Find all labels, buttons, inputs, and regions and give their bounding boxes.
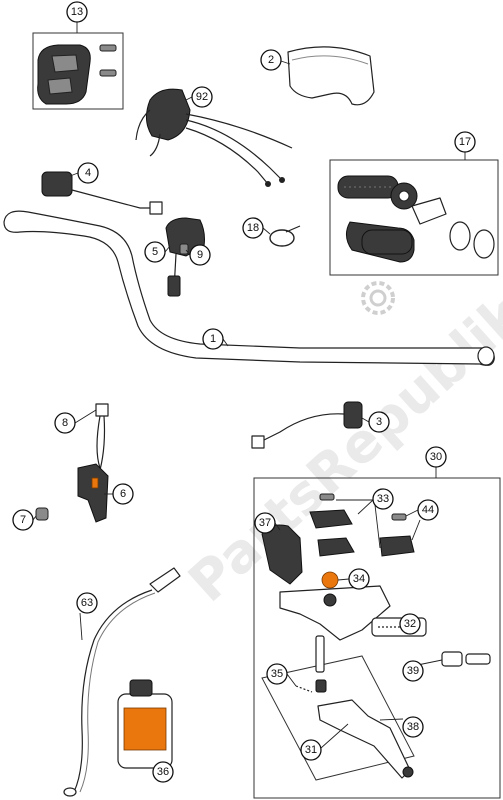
callout-37: 37 [254, 512, 276, 534]
brake-lever-part [317, 699, 414, 779]
wire-lead-part [95, 403, 109, 471]
bracket-part [77, 463, 109, 523]
callout-17: 17 [454, 131, 476, 153]
callout-92: 92 [191, 86, 213, 108]
callout-label: 32 [404, 618, 416, 630]
callout-7: 7 [12, 509, 34, 531]
callout-label: 36 [157, 766, 169, 778]
fluid-bottle-part [117, 679, 173, 769]
callout-label: 63 [81, 597, 93, 609]
master-cylinder-group [261, 493, 491, 781]
callout-35: 35 [266, 663, 288, 685]
callout-label: 17 [459, 136, 471, 148]
group-box-13 [32, 32, 124, 110]
group-box-17 [329, 159, 499, 276]
callout-2: 2 [260, 49, 282, 71]
watermark-text: PartsRepublik [176, 282, 503, 615]
callout-label: 34 [353, 573, 365, 585]
kill-switch-part [41, 171, 163, 215]
callout-label: 18 [247, 222, 259, 234]
callout-label: 7 [20, 514, 26, 526]
callout-36: 36 [152, 761, 174, 783]
callout-4: 4 [77, 162, 99, 184]
reservoir-cap-part [309, 493, 355, 557]
callout-label: 92 [196, 91, 208, 103]
gear-icon [361, 281, 395, 315]
callout-label: 4 [85, 167, 91, 179]
callout-6: 6 [112, 483, 134, 505]
small-screw-part [179, 243, 189, 255]
handlebar-part [3, 210, 495, 366]
cable-tie-part [269, 225, 301, 247]
grip-set-part [337, 175, 495, 263]
piston-part [371, 617, 491, 667]
callout-label: 3 [376, 416, 382, 428]
throttle-housing-part [37, 44, 117, 105]
callout-label: 35 [271, 668, 283, 680]
callout-label: 1 [210, 333, 216, 345]
callout-label: 13 [71, 6, 83, 18]
callout-32: 32 [399, 613, 421, 635]
callout-13: 13 [66, 1, 88, 23]
callout-label: 6 [120, 488, 126, 500]
watermark: PartsRepublik [176, 281, 503, 615]
callout-label: 33 [377, 493, 389, 505]
callout-34: 34 [348, 568, 370, 590]
bracket-screw-part [35, 507, 49, 521]
callout-label: 38 [407, 721, 419, 733]
callout-31: 31 [300, 739, 322, 761]
callout-1: 1 [202, 328, 224, 350]
callout-3: 3 [368, 411, 390, 433]
callout-5: 5 [144, 241, 166, 263]
handlebar-pad-part [287, 46, 375, 106]
callout-38: 38 [402, 716, 424, 738]
clutch-switch-part [251, 401, 363, 449]
callout-8: 8 [54, 412, 76, 434]
callout-label: 39 [407, 665, 419, 677]
callout-63: 63 [76, 592, 98, 614]
callout-39: 39 [402, 660, 424, 682]
screw-part [99, 44, 117, 77]
callout-label: 8 [62, 417, 68, 429]
pivot-bolt-part [295, 635, 327, 693]
callout-label: 5 [152, 246, 158, 258]
throttle-cable-part [135, 88, 293, 187]
callout-44: 44 [417, 499, 439, 521]
callout-label: 30 [430, 451, 442, 463]
callout-33: 33 [372, 488, 394, 510]
clutch-hose-part [63, 567, 181, 797]
callout-18: 18 [242, 217, 264, 239]
group-box-30 [253, 477, 501, 799]
callout-label: 2 [268, 54, 274, 66]
callout-label: 37 [259, 517, 271, 529]
callout-label: 44 [422, 504, 434, 516]
callout-30: 30 [425, 446, 447, 468]
lever-subgroup-box [261, 655, 415, 781]
callout-label: 9 [197, 249, 203, 261]
callout-label: 31 [305, 744, 317, 756]
callouts: 13 2 92 17 4 18 5 9 1 8 3 [12, 1, 476, 783]
callout-9: 9 [189, 244, 211, 266]
cylinder-body-part [279, 585, 391, 641]
